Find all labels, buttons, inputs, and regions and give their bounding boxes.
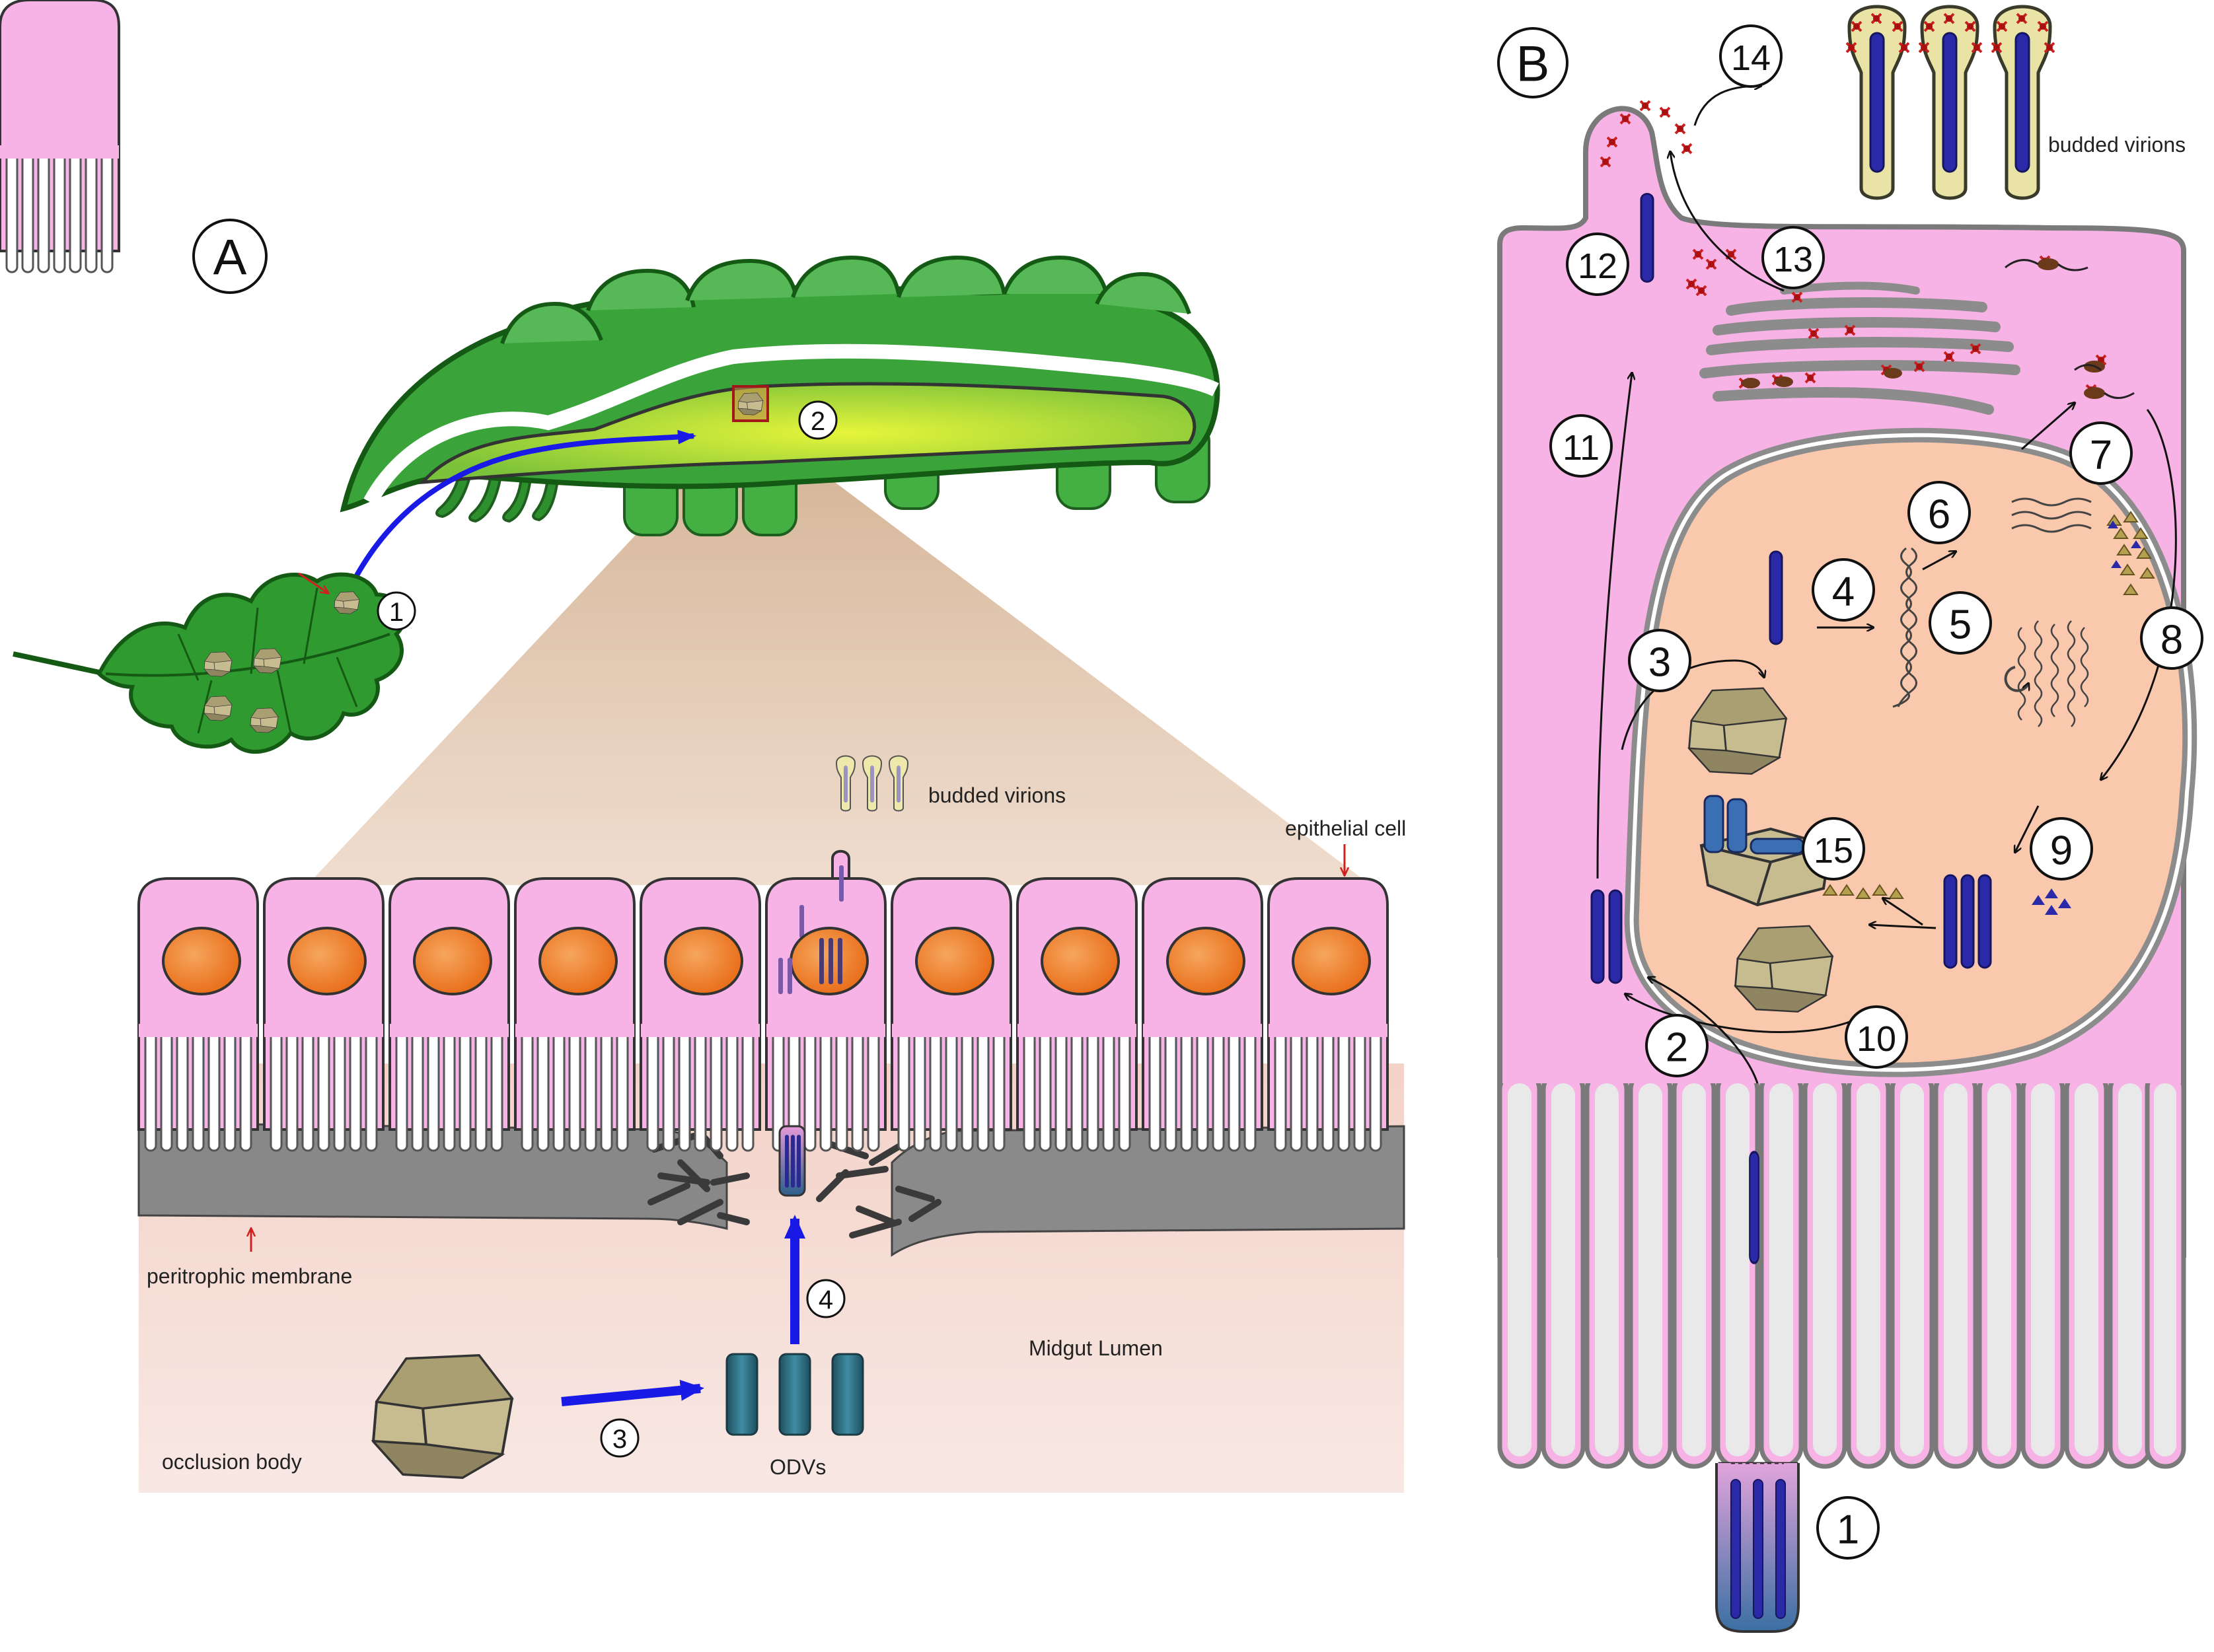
nucleus	[664, 927, 743, 995]
epithelial-cell	[388, 877, 510, 1152]
nucleus	[413, 927, 492, 995]
nucleus	[1166, 927, 1245, 995]
step-b-11: 11	[1549, 414, 1613, 478]
step-b-1: 1	[1816, 1496, 1880, 1560]
panel-b-label: B	[1497, 27, 1568, 98]
step-b-8: 8	[2140, 606, 2203, 670]
odvs-label: ODVs	[770, 1455, 826, 1479]
nucleus	[162, 927, 241, 995]
nucleus	[538, 927, 618, 995]
step-b-6: 6	[1907, 481, 1971, 544]
dissolution-arrow	[561, 1379, 704, 1406]
viral-proteins	[1822, 511, 2155, 899]
svg-text:6: 6	[1928, 492, 1950, 538]
golgi-apparatus	[1699, 281, 2020, 415]
svg-text:3: 3	[1648, 640, 1671, 686]
svg-text:2: 2	[1666, 1025, 1688, 1071]
svg-text:8: 8	[2160, 618, 2183, 663]
svg-text:11: 11	[1563, 428, 1600, 468]
svg-text:4: 4	[819, 1285, 833, 1314]
epithelial-cell	[891, 877, 1012, 1152]
odvs	[725, 1353, 864, 1436]
odv-fusing	[778, 1125, 806, 1197]
infected-epithelial-cell	[765, 849, 887, 1152]
zoom-projection-cone	[307, 431, 1371, 885]
budded-virions-a	[836, 755, 908, 812]
epithelial-cell	[137, 877, 259, 1152]
caterpillar	[340, 255, 1220, 536]
nucleocapsid-in-nucleus	[1769, 550, 1783, 645]
epithelial-cell-label: epithelial cell	[1285, 816, 1406, 840]
leaf-with-occlusion-bodies	[13, 572, 407, 754]
midgut-lumen-label: Midgut Lumen	[1029, 1336, 1163, 1360]
budded-virions-b	[1845, 7, 2055, 198]
panel-a: A	[0, 0, 1406, 1493]
step-a-1: 1	[377, 591, 416, 631]
svg-text:5: 5	[1949, 602, 1972, 648]
svg-text:1: 1	[389, 598, 404, 627]
pathway-arrows	[1596, 86, 2177, 1084]
svg-text:15: 15	[1814, 831, 1853, 871]
peritrophic-membrane-label: peritrophic membrane	[147, 1264, 352, 1288]
svg-text:10: 10	[1857, 1019, 1896, 1059]
nucleus	[1041, 927, 1120, 995]
step-b-3: 3	[1628, 629, 1691, 692]
svg-text:12: 12	[1578, 246, 1617, 286]
viral-dna	[1892, 497, 2092, 727]
panel-b: B	[1497, 7, 2203, 1633]
epithelial-cell	[1267, 877, 1389, 1152]
epithelial-cells	[0, 0, 120, 273]
step-b-12: 12	[1566, 233, 1629, 296]
epithelial-cell	[263, 877, 385, 1152]
epithelial-cell	[640, 877, 761, 1152]
svg-text:7: 7	[2090, 433, 2112, 478]
step-b-7: 7	[2069, 421, 2133, 485]
ingested-occlusion-body-pointer	[298, 572, 328, 593]
peritrophic-membrane-band	[137, 1122, 1405, 1257]
step-a-2: 2	[798, 400, 838, 440]
odv-attaching	[1715, 1462, 1800, 1633]
nucleus	[287, 927, 367, 995]
nucleocapsid-entering	[1748, 1151, 1760, 1264]
svg-text:14: 14	[1731, 38, 1771, 78]
ingestion-arrow	[351, 429, 696, 583]
step-a-3: 3	[600, 1418, 640, 1458]
panel-a-label: A	[192, 219, 268, 294]
nucleus	[915, 927, 994, 995]
panel-a-letter: A	[213, 230, 247, 286]
step-a-4: 4	[806, 1279, 846, 1318]
nucleocapsid-cytoplasm	[1590, 889, 1605, 984]
svg-text:9: 9	[2050, 828, 2073, 874]
progeny-nucleocapsids	[1943, 874, 1992, 969]
step-b-5: 5	[1929, 591, 1992, 655]
svg-text:13: 13	[1773, 240, 1813, 279]
nucleocapsid-cytoplasm	[1608, 889, 1623, 984]
nucleus	[1292, 927, 1371, 995]
step-b-14: 14	[1719, 24, 1783, 88]
step-b-9: 9	[2030, 817, 2093, 880]
svg-text:4: 4	[1832, 569, 1855, 615]
nucleocapsid-budding	[1640, 193, 1654, 283]
step-b-2: 2	[1645, 1014, 1709, 1077]
step-b-10: 10	[1845, 1005, 1908, 1069]
budded-virions-label-a: budded virions	[928, 783, 1066, 807]
epithelial-cell	[514, 877, 636, 1152]
svg-text:3: 3	[612, 1425, 627, 1454]
step-b-4: 4	[1812, 558, 1875, 622]
svg-text:1: 1	[1837, 1507, 1859, 1553]
occlusion-body-label: occlusion body	[162, 1450, 302, 1474]
step-b-15: 15	[1802, 817, 1865, 880]
epithelial-cell	[1142, 877, 1263, 1152]
step-b-13: 13	[1761, 226, 1825, 289]
budded-virions-label-b: budded virions	[2048, 133, 2186, 157]
svg-text:2: 2	[811, 407, 825, 436]
panel-b-letter: B	[1516, 36, 1550, 92]
epithelial-cell	[1016, 877, 1138, 1152]
